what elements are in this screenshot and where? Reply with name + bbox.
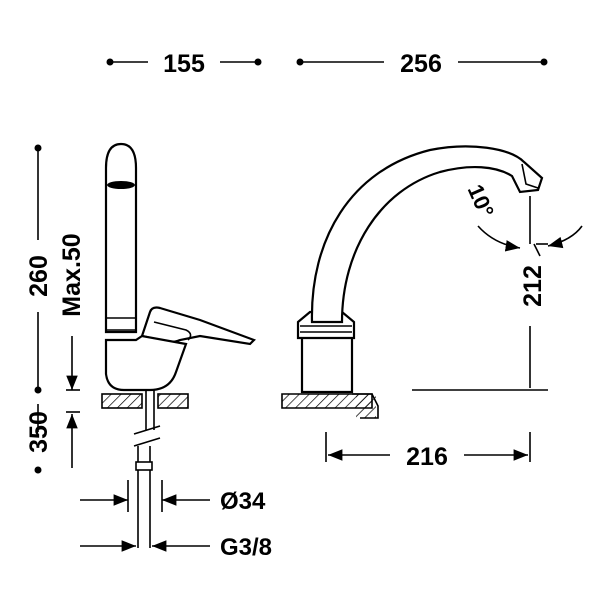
- spout-reach-label: 216: [406, 443, 448, 471]
- thread-label: G3/8: [220, 534, 272, 561]
- faucet-front-view: [281, 145, 544, 419]
- spout-reach-dimension: 216: [325, 432, 531, 471]
- left-height-dimension: 260 350: [25, 144, 53, 474]
- spout-height-label: 212: [519, 265, 547, 307]
- max-50-dimension: Max.50: [58, 233, 86, 468]
- diameter-label: Ø34: [220, 488, 266, 515]
- top-left-width-label: 155: [163, 50, 205, 78]
- thread-dimension: G3/8: [80, 534, 272, 561]
- left-bottom-label: 350: [25, 411, 53, 453]
- top-right-width-label: 256: [400, 50, 442, 78]
- spout-height-dimension: 212: [412, 196, 548, 391]
- top-left-width-dimension: 155: [106, 50, 262, 78]
- diameter-dimension: Ø34: [80, 480, 266, 515]
- faucet-side-view: [101, 142, 256, 548]
- top-right-width-dimension: 256: [296, 50, 548, 78]
- spout-angle-label: 10°: [463, 181, 499, 222]
- left-height-inner-label: Max.50: [58, 233, 86, 316]
- left-height-outer-label: 260: [25, 255, 53, 297]
